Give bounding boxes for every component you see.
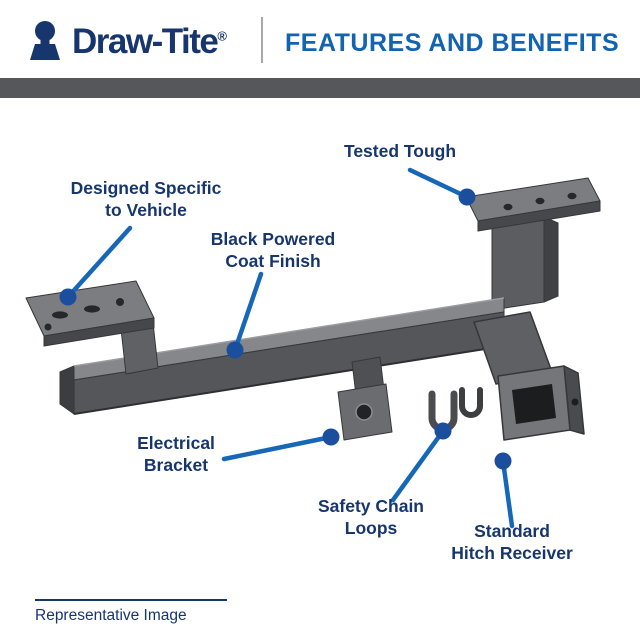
callout-dot [59,288,77,306]
registered-mark: ® [217,28,227,44]
footer-divider [35,599,227,601]
callout-dot [458,188,476,206]
crossbar [59,297,505,415]
callout-label-hitch-receiver: Standard Hitch Receiver [451,521,573,563]
callout-lines [65,167,515,529]
callout-dot [226,341,244,359]
callout-label-coat-finish: Black Powered Coat Finish [210,229,336,271]
safety-chain-loops [428,387,483,433]
brand-logo: Draw-Tite® [72,22,227,62]
callout-label-tested-tough: Tested Tough [343,141,457,161]
callout-dots [59,188,512,470]
callout-label-electrical-bracket: Electrical Bracket [137,433,215,475]
header-band [0,78,640,98]
header: Draw-Tite® FEATURES AND BENEFITS [0,0,640,78]
brand-name: Draw-Tite [72,22,219,61]
left-mounting-plate [25,280,159,375]
hitch-ball-icon [30,21,60,60]
callout-label-safety-chain: Safety Chain Loops [318,496,424,538]
callout-dot [494,452,512,470]
electrical-bracket-part [337,356,393,441]
top-right-mounting-plate [465,177,601,311]
callout-dot [322,428,340,446]
receiver-tube [473,311,585,441]
callout-label-designed-specific: Designed Specific to Vehicle [70,178,222,220]
callout-dot [434,422,452,440]
page-title: FEATURES AND BENEFITS [285,29,620,57]
representative-image-note: Representative Image [35,607,187,624]
header-divider [261,17,263,63]
